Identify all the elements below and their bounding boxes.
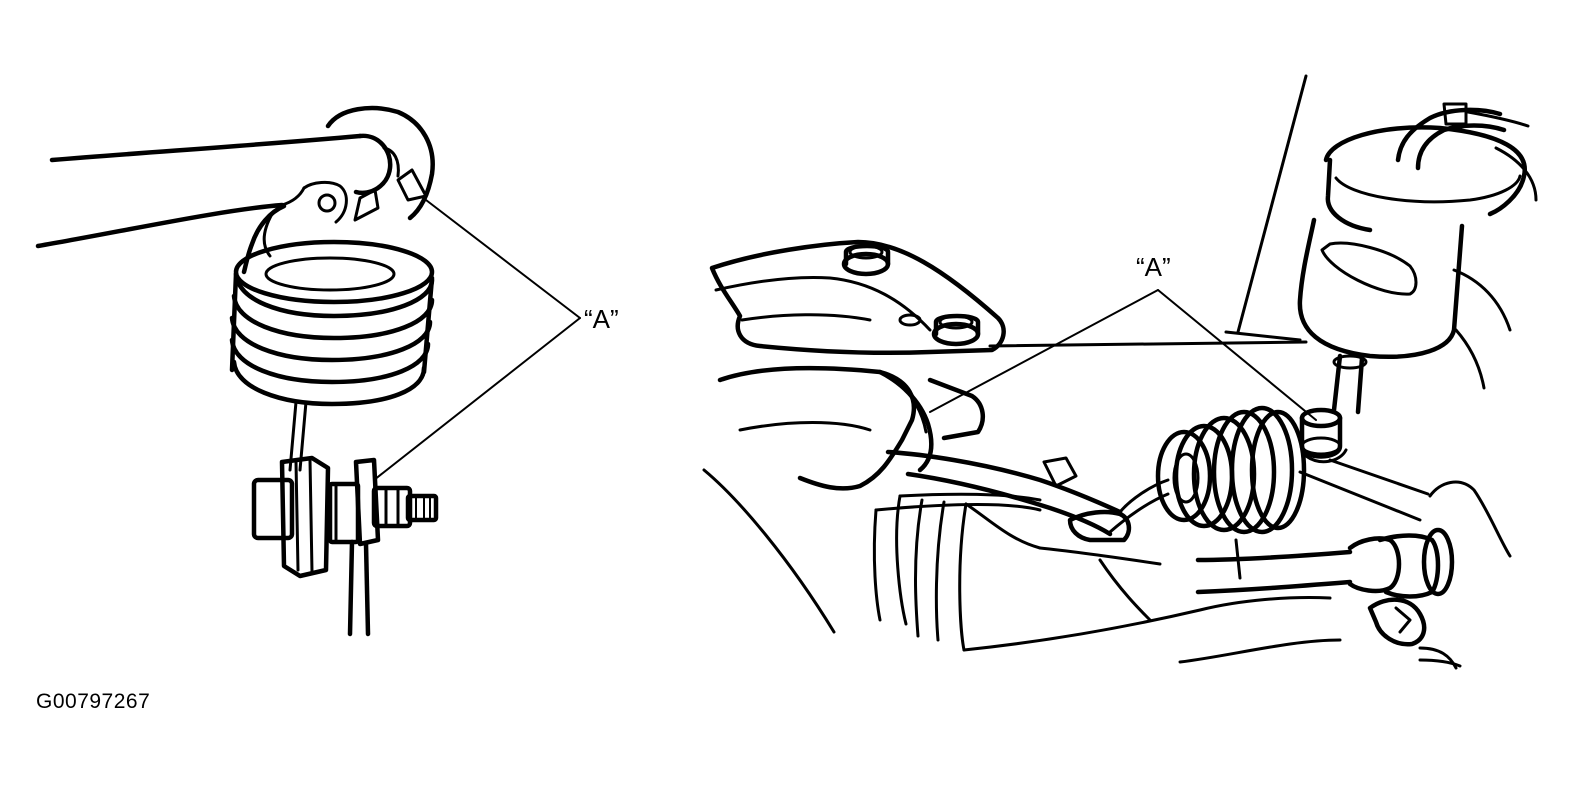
mounting-plate [709, 239, 1006, 355]
right-vehicle-view: “A” [702, 74, 1538, 670]
left-detail-view: “A” [35, 105, 619, 637]
callout-leaders-right [929, 289, 1317, 421]
callout-label-right: “A” [1136, 252, 1171, 282]
spring-hook-upper-inner [262, 212, 274, 258]
bracket-body [717, 365, 986, 491]
callout-leaders-left [373, 199, 581, 481]
callout-label-left: “A” [584, 304, 619, 334]
frame-rails [702, 468, 1462, 668]
canister-component [1297, 102, 1538, 415]
lower-bracket [251, 455, 361, 579]
coil-spring-left [229, 239, 435, 407]
plate-bolt-1 [841, 243, 891, 277]
figure-id-label: G00797267 [36, 690, 151, 713]
background-edge-line [1236, 74, 1308, 334]
vertical-rod [347, 539, 371, 637]
spring-anchor-bolt [1299, 407, 1348, 464]
lever-arm [35, 133, 393, 249]
bolt-assembly [353, 457, 439, 547]
coil-spring-right [1155, 405, 1307, 535]
top-washer [325, 105, 435, 221]
long-horizontal-edge [988, 340, 1308, 348]
diagonal-edges [1224, 328, 1486, 522]
plate-bolt-2 [931, 313, 981, 347]
